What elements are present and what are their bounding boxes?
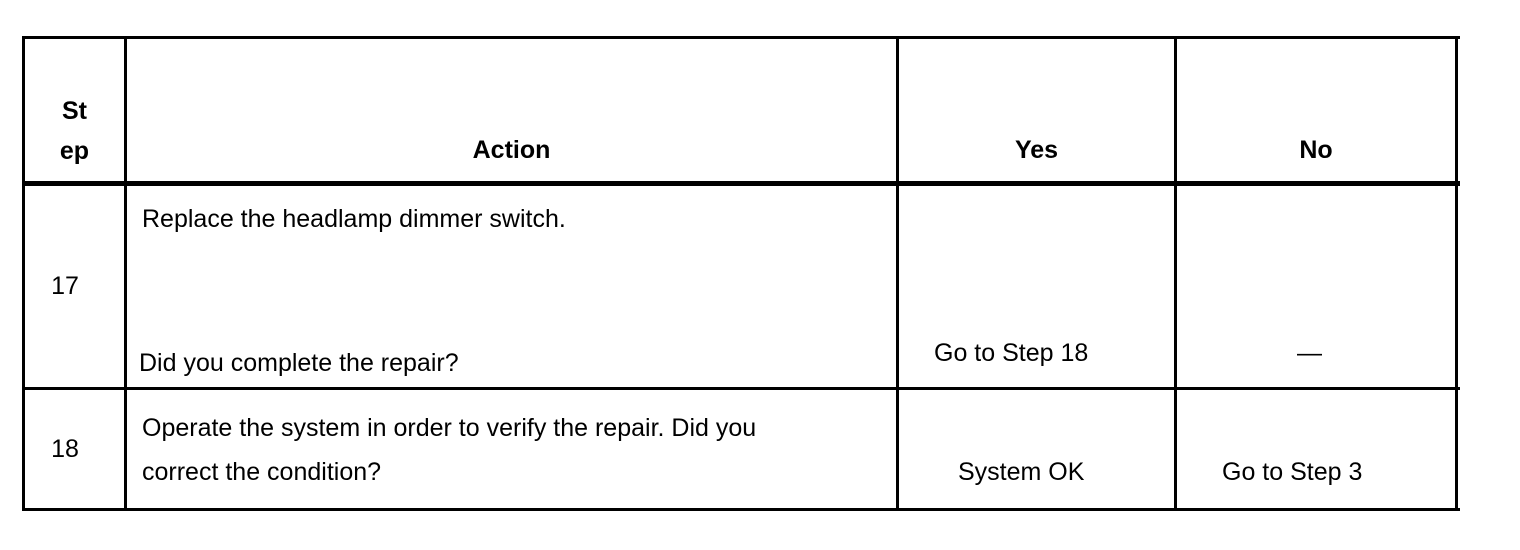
row-18-yes: System OK: [958, 458, 1085, 486]
table-bottom-border: [22, 508, 1460, 511]
row-17-no: —: [1297, 339, 1322, 367]
row-18-action-line1: Operate the system in order to verify th…: [142, 414, 757, 442]
row-17-action-line2: Did you complete the repair?: [139, 349, 459, 377]
header-step-line2: ep: [59, 137, 90, 165]
yes-column-divider: [1174, 36, 1177, 511]
step-column-divider: [124, 36, 127, 511]
row-17-yes: Go to Step 18: [934, 339, 1089, 367]
header-action: Action: [472, 136, 551, 164]
header-bottom-border: [22, 181, 1460, 186]
row-18-action-line2: correct the condition?: [142, 458, 382, 486]
diagnostic-table: St ep Action Yes No 17 Replace the headl…: [22, 36, 1460, 511]
header-step-line1: St: [62, 97, 87, 125]
action-column-divider: [896, 36, 899, 511]
row-divider: [22, 387, 1460, 390]
table-left-border: [22, 36, 25, 511]
row-18-no: Go to Step 3: [1222, 458, 1363, 486]
header-no: No: [1299, 136, 1333, 164]
header-step: St ep: [25, 96, 124, 166]
table-right-border: [1455, 36, 1458, 511]
table-top-border: [22, 36, 1460, 39]
row-18-step: 18: [51, 435, 79, 463]
header-yes: Yes: [1014, 136, 1059, 164]
row-17-step: 17: [51, 272, 79, 300]
row-17-action-line1: Replace the headlamp dimmer switch.: [142, 205, 566, 233]
